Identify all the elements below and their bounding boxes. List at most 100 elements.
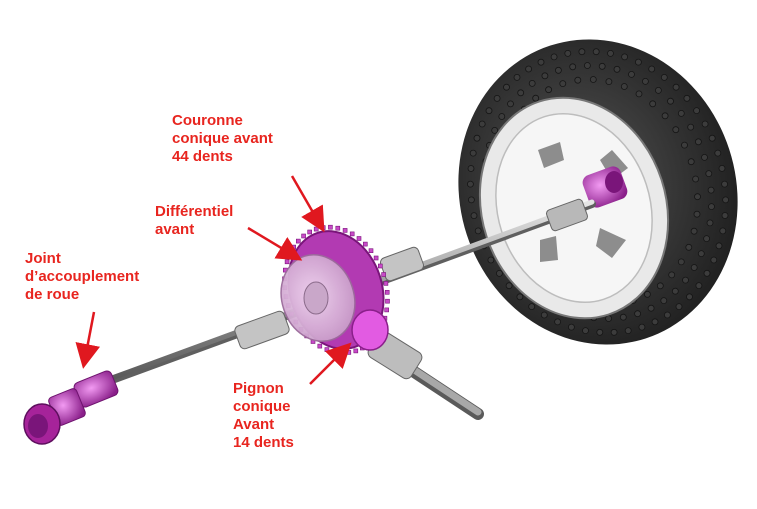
rim-hole — [540, 236, 558, 262]
outer-cv-cup — [546, 198, 588, 232]
wheel-icon — [458, 39, 738, 345]
tire-stud — [710, 256, 718, 264]
pinion-gear — [351, 309, 389, 351]
tire-stud — [624, 327, 632, 335]
tire-stud — [722, 196, 729, 204]
coupling-nut-face — [28, 414, 48, 438]
arrow-icon — [247, 226, 303, 261]
tire-stud — [715, 242, 723, 250]
tire-stud — [491, 126, 499, 134]
gear-tooth — [377, 263, 383, 269]
gear-tooth — [324, 347, 330, 352]
tire-stud — [682, 276, 689, 284]
tire-stud — [634, 310, 641, 318]
gear-tooth — [307, 229, 313, 235]
gear-tooth — [301, 233, 306, 239]
tire-stud — [638, 323, 646, 331]
tire-stud — [541, 72, 549, 80]
tire-stud — [686, 293, 693, 301]
tire-stud — [493, 95, 501, 102]
label-line: Pignon — [233, 380, 284, 397]
tire-stud — [687, 158, 695, 166]
hub-nut — [605, 171, 623, 193]
tire-stud — [528, 303, 536, 311]
tire-stud — [719, 227, 727, 235]
gear-tooth — [349, 231, 355, 237]
tire-stud — [503, 83, 510, 91]
tire-stud — [721, 212, 729, 219]
gear-tooth — [381, 272, 386, 277]
tire-stud — [703, 269, 711, 277]
tire-stud — [605, 315, 612, 322]
tire-stud — [718, 164, 726, 172]
tire-stud — [470, 212, 478, 220]
gear-tooth — [291, 244, 297, 250]
tire-stud — [656, 282, 664, 290]
tire-stud — [677, 258, 685, 266]
tire-stud — [467, 165, 475, 172]
diff-center — [303, 281, 329, 315]
tire-stud — [607, 50, 614, 57]
tire-stud — [584, 62, 591, 69]
label-line: de roue — [25, 286, 80, 303]
gear-tooth — [384, 289, 390, 295]
tire-stud — [582, 327, 589, 335]
inner-cv-cup — [234, 310, 290, 350]
tire-stud — [532, 94, 540, 102]
tire-stud — [693, 107, 700, 114]
tire-stud — [672, 126, 680, 134]
gear-tooth — [368, 248, 374, 253]
tire-stud — [537, 58, 545, 66]
tire-stud — [675, 303, 683, 311]
tire-stud — [540, 311, 548, 319]
rim-hole — [538, 142, 564, 168]
tire-stud — [487, 256, 495, 264]
tire-stud — [517, 89, 525, 97]
tire-stud — [621, 53, 628, 61]
gear-tooth — [362, 241, 368, 247]
tire-stud — [644, 290, 651, 298]
tire-stud — [516, 293, 524, 301]
tire-stud — [660, 297, 668, 305]
tire-stud — [525, 65, 532, 73]
tire-stud — [692, 175, 699, 183]
tire-stud — [550, 53, 558, 61]
drive-shaft — [108, 198, 596, 384]
arrow-icon — [309, 342, 352, 385]
tire-stud — [498, 113, 506, 120]
tire-stud — [574, 76, 582, 84]
tire-stud — [701, 153, 708, 161]
tire-stud — [695, 138, 702, 146]
tire-stud — [708, 203, 715, 211]
gear-tooth — [385, 298, 390, 304]
tire-stud — [655, 87, 662, 94]
tire-stud — [559, 80, 567, 87]
arrow-icon — [290, 175, 325, 233]
label-line: conique avant — [172, 130, 273, 147]
label-couronne: Couronne conique avant 44 dents — [172, 112, 273, 166]
tire-stud — [635, 90, 643, 98]
tire-stud — [466, 180, 474, 188]
tire-stud — [683, 94, 691, 102]
tire-stud — [721, 180, 728, 188]
wheel-coupling — [23, 370, 119, 445]
tire-stud — [545, 86, 552, 94]
tire-stud — [714, 149, 722, 157]
tire-stud — [649, 100, 657, 108]
rim-hole — [596, 228, 626, 258]
tire-stud — [694, 193, 701, 201]
tire-stud — [610, 328, 618, 336]
tire-stud — [505, 282, 513, 290]
tire-stud — [554, 318, 561, 326]
tire-stud — [671, 287, 679, 295]
tire-stud — [485, 107, 493, 115]
differential — [280, 224, 390, 356]
tire-stud — [648, 65, 656, 73]
label-line: Joint — [25, 250, 61, 267]
tire-stud — [672, 83, 680, 91]
label-differentiel: Différentiel avant — [155, 203, 233, 239]
label-line: Différentiel — [155, 203, 234, 220]
tire-stud — [596, 328, 604, 336]
label-line: 44 dents — [172, 148, 233, 165]
